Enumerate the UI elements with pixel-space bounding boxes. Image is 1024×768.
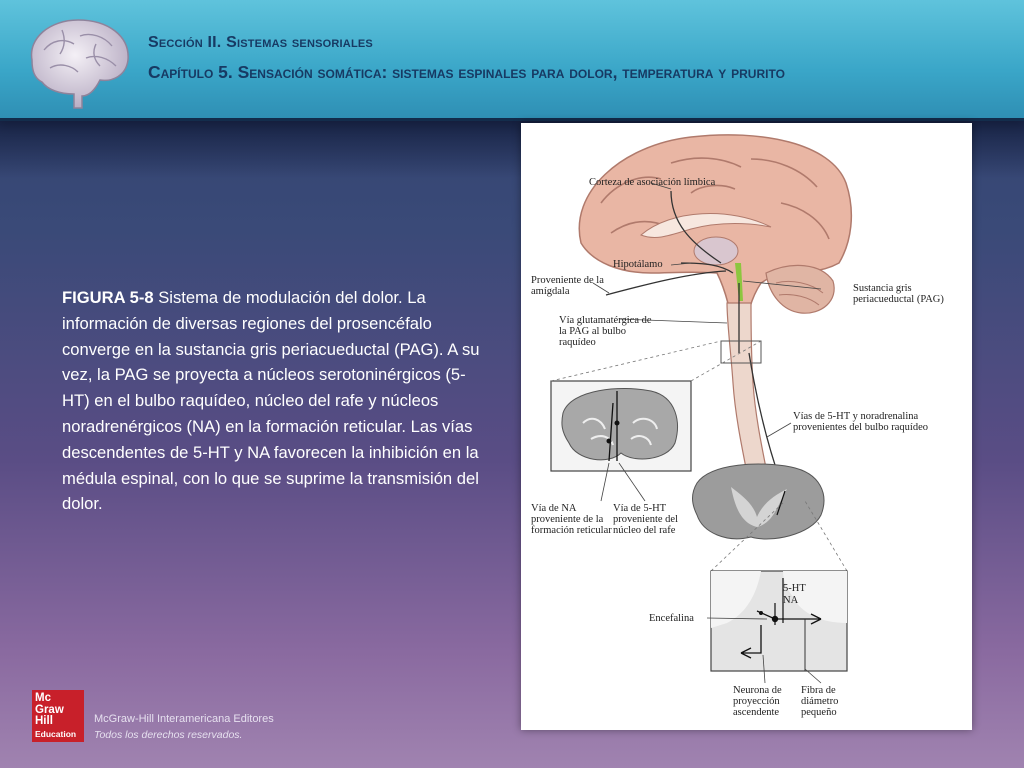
figure-caption: FIGURA 5-8 Sistema de modulación del dol… <box>62 285 482 517</box>
medulla-inset-marker <box>720 340 762 364</box>
section-title: Sección II. Sistemas sensoriales <box>148 34 373 51</box>
label-via-na: Vía de NA proveniente de la formación re… <box>531 503 612 536</box>
pain-modulation-diagram <box>550 134 853 684</box>
logo-text-hill: Hill <box>35 715 53 727</box>
label-vias-5ht-na: Vías de 5-HT y noradrenalina proveniente… <box>793 411 929 433</box>
label-encefalina: Encefalina <box>649 613 694 624</box>
label-via-glutamatergica: Vía glutamatérgica de la PAG al bulbo ra… <box>559 315 652 348</box>
footer-publisher: McGraw-Hill Interamericana Editores <box>94 713 274 725</box>
label-amigdala: Proveniente de la amígdala <box>531 275 604 297</box>
figure-panel: Corteza de asociación límbica Hipotálamo… <box>521 123 972 730</box>
label-corteza-limbica: Corteza de asociación límbica <box>589 177 716 188</box>
label-5ht: 5-HT <box>783 583 806 594</box>
logo-text-education: Education <box>35 728 77 739</box>
figure-label: FIGURA 5-8 <box>62 288 154 307</box>
brain-sagittal <box>578 134 853 474</box>
slide-header: Sección II. Sistemas sensoriales Capítul… <box>0 0 1024 121</box>
label-fibra-diametro: Fibra de diámetro pequeño <box>801 685 839 718</box>
logo-text-mc: Mc <box>35 692 51 704</box>
label-na: NA <box>783 595 799 606</box>
leader-lines <box>592 182 822 684</box>
label-via-5ht: Vía de 5-HT proveniente del núcleo del r… <box>613 503 679 536</box>
brain-icon <box>30 19 129 109</box>
label-pag: Sustancia gris periacueductal (PAG) <box>853 283 944 305</box>
spinal-cord-section <box>692 463 825 540</box>
footer-rights: Todos los derechos reservados. <box>94 729 243 741</box>
medulla-section <box>550 380 692 472</box>
mcgraw-hill-logo: Mc Graw Hill Education <box>32 690 84 742</box>
logo-text-graw: Graw <box>35 703 64 716</box>
label-neurona-proyeccion: Neurona de proyección ascendente <box>733 685 782 718</box>
dorsal-horn-inset <box>710 570 848 672</box>
label-hipotalamo: Hipotálamo <box>613 259 663 270</box>
chapter-title: Capítulo 5. Sensación somática: sistemas… <box>148 62 785 82</box>
figure-caption-text: Sistema de modulación del dolor. La info… <box>62 288 480 514</box>
